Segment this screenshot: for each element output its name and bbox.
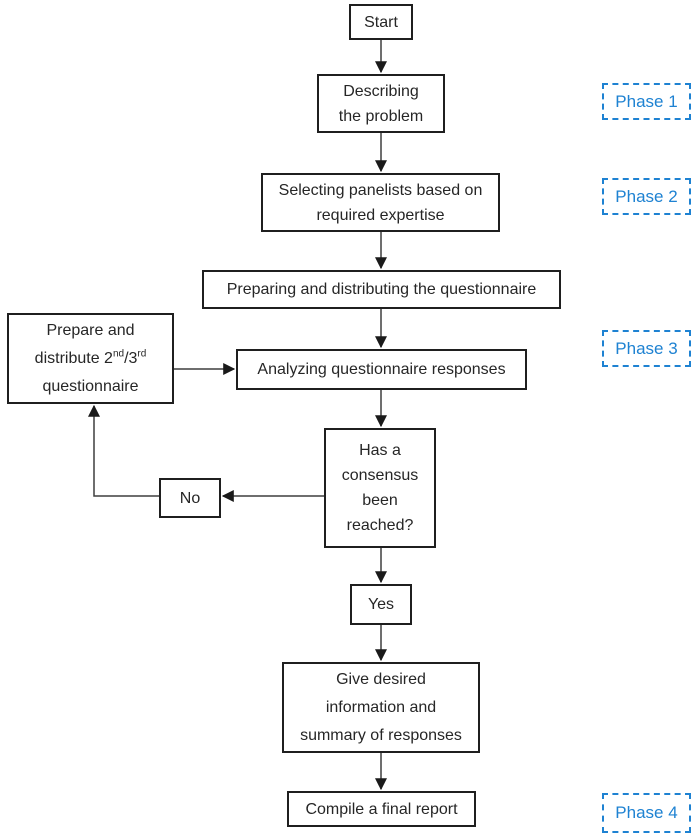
consensus-line-1: Has a bbox=[359, 442, 401, 459]
give-line-2: information and bbox=[325, 698, 437, 716]
describe-line-1: Describing bbox=[343, 82, 419, 100]
no-branch-node: No bbox=[159, 478, 221, 518]
loop-line-2: distribute 2nd/3rd bbox=[35, 345, 147, 373]
connector-no-loop bbox=[88, 404, 159, 497]
start-node: Start bbox=[349, 4, 413, 40]
select-line-2: required expertise bbox=[316, 206, 445, 224]
prepare-distribute-2nd-3rd-node: Prepare and distribute 2nd/3rd questionn… bbox=[7, 313, 174, 404]
consensus-decision-node: Has a consensus been reached? bbox=[324, 428, 436, 548]
yes-branch-node: Yes bbox=[350, 584, 412, 625]
compile-label: Compile a final report bbox=[305, 800, 458, 818]
consensus-line-3: been bbox=[362, 492, 398, 509]
compile-report-node: Compile a final report bbox=[287, 791, 476, 827]
loop-line-2-slash: /3 bbox=[124, 349, 138, 367]
describe-line-2: the problem bbox=[338, 107, 424, 125]
loop-superscript-nd: nd bbox=[112, 348, 125, 360]
consensus-line-2: consensus bbox=[341, 467, 419, 484]
phase-3-label: Phase 3 bbox=[615, 338, 678, 358]
give-line-1: Give desired bbox=[336, 670, 426, 688]
preparing-questionnaire-node: Preparing and distributing the questionn… bbox=[202, 270, 561, 309]
loop-superscript-rd: rd bbox=[137, 348, 147, 360]
phase-1-badge: Phase 1 bbox=[602, 83, 691, 120]
phase-2-badge: Phase 2 bbox=[602, 178, 691, 215]
analyzing-responses-node: Analyzing questionnaire responses bbox=[236, 349, 527, 390]
no-label: No bbox=[179, 489, 201, 507]
yes-label: Yes bbox=[367, 596, 395, 613]
loop-line-3: questionnaire bbox=[42, 377, 139, 395]
analyze-label: Analyzing questionnaire responses bbox=[257, 361, 506, 378]
phase-2-label: Phase 2 bbox=[615, 186, 678, 206]
loop-line-1: Prepare and bbox=[46, 321, 135, 339]
phase-3-badge: Phase 3 bbox=[602, 330, 691, 367]
prepare-label: Preparing and distributing the questionn… bbox=[226, 281, 537, 298]
phase-4-badge: Phase 4 bbox=[602, 793, 691, 833]
give-information-node: Give desired information and summary of … bbox=[282, 662, 480, 753]
give-line-3: summary of responses bbox=[300, 726, 462, 744]
phase-4-label: Phase 4 bbox=[615, 803, 678, 822]
loop-line-2-text: distribute 2 bbox=[34, 349, 113, 367]
describing-problem-node: Describing the problem bbox=[317, 74, 445, 133]
select-line-1: Selecting panelists based on bbox=[278, 181, 483, 199]
start-label: Start bbox=[364, 13, 398, 31]
selecting-panelists-node: Selecting panelists based on required ex… bbox=[261, 173, 500, 232]
consensus-line-4: reached? bbox=[346, 517, 414, 534]
phase-1-label: Phase 1 bbox=[615, 91, 678, 111]
